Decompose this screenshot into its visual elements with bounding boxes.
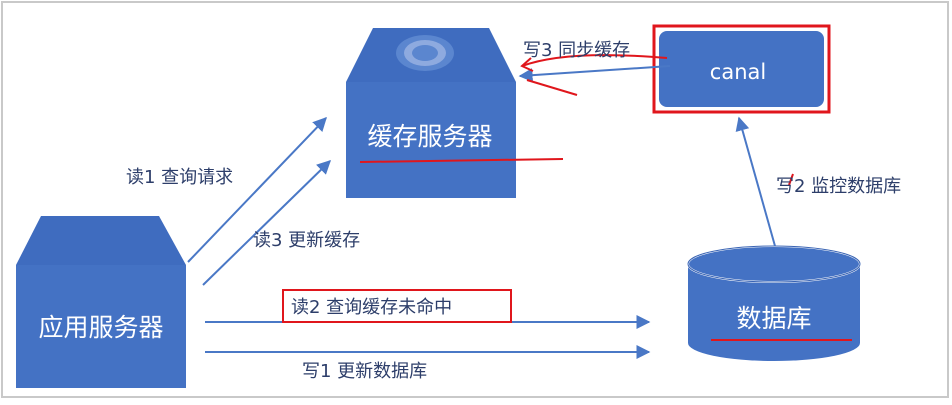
arrow-write2 (735, 116, 776, 247)
label-read3: 读3 更新缓存 (253, 230, 360, 251)
cache-server-label: 缓存服务器 (367, 122, 492, 151)
database-label: 数据库 (736, 304, 811, 333)
write2-red-tick (788, 173, 794, 186)
label-write1: 写1 更新数据库 (302, 361, 427, 382)
write3-red-tick (526, 79, 578, 96)
write3-red-arrowhead (520, 57, 534, 72)
arrow-read3 (202, 160, 332, 286)
canal-highlight-box (652, 24, 831, 114)
arrow-write3 (518, 65, 671, 83)
label-read1: 读1 查询请求 (126, 167, 233, 188)
app-server-label: 应用服务器 (38, 313, 163, 342)
read2-highlight-box (282, 289, 512, 323)
label-read2: 读2 查询缓存未命中 (291, 297, 452, 318)
database-node: 数据库 (687, 245, 861, 361)
app-server-node: 应用服务器 (16, 216, 186, 388)
canal-node: canal (652, 24, 831, 114)
label-write3: 写3 同步缓存 (523, 40, 630, 61)
cache-underline (359, 158, 564, 163)
canal-label: canal (710, 60, 766, 84)
arrow-read1 (187, 116, 327, 263)
label-write2: 写2 监控数据库 (776, 176, 901, 197)
cache-server-node: 缓存服务器 (346, 28, 564, 198)
write3-red-stroke (521, 54, 668, 67)
